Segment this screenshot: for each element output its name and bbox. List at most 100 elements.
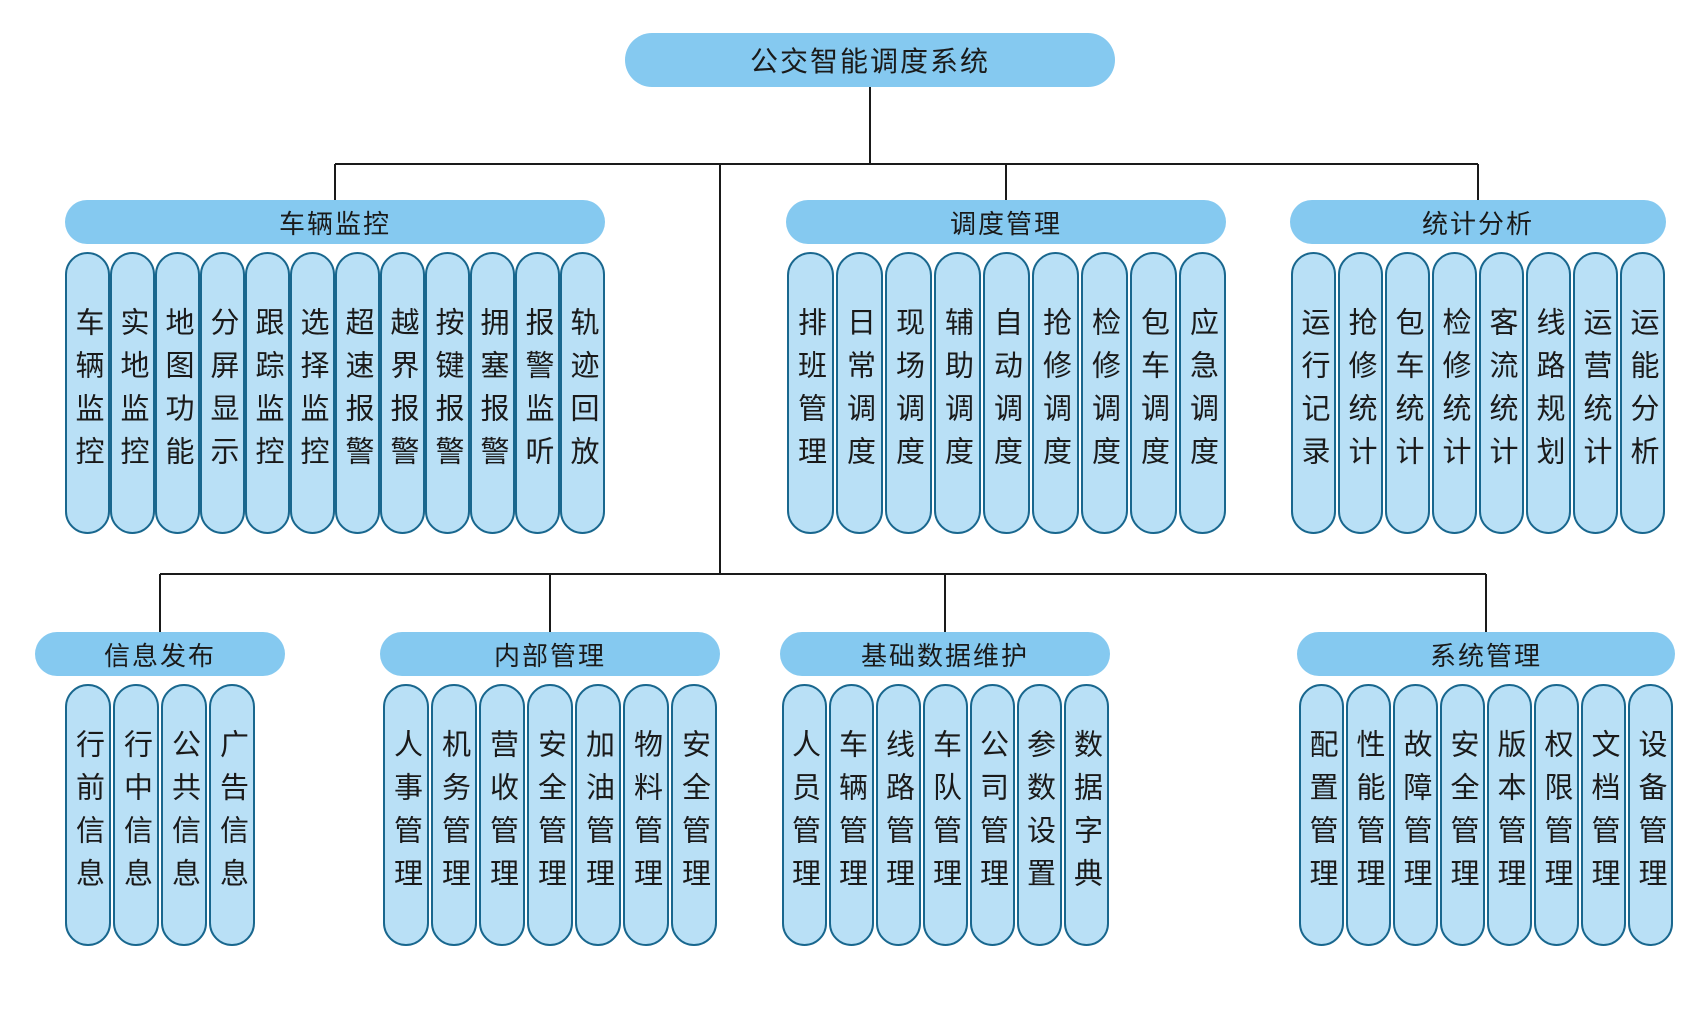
item-node: 物料管理 xyxy=(623,684,669,946)
item-node: 安全管理 xyxy=(527,684,573,946)
item-node: 公司管理 xyxy=(969,684,1015,946)
item-label: 运行记录 xyxy=(1297,307,1331,479)
item-label: 参数设置 xyxy=(1022,729,1057,901)
item-node: 性能管理 xyxy=(1346,684,1391,946)
item-label: 行中信息 xyxy=(119,729,154,901)
item-node: 运行记录 xyxy=(1291,252,1336,534)
item-node: 行前信息 xyxy=(65,684,111,946)
item-label: 广告信息 xyxy=(215,729,250,901)
item-label: 人员管理 xyxy=(787,729,822,901)
item-label: 自动调度 xyxy=(989,307,1024,479)
group-header: 信息发布 xyxy=(35,632,285,676)
item-node: 数据字典 xyxy=(1063,684,1109,946)
item-label: 客流统计 xyxy=(1485,307,1519,479)
item-node: 日常调度 xyxy=(835,252,883,534)
item-node: 车辆监控 xyxy=(65,252,110,534)
item-node: 客流统计 xyxy=(1479,252,1524,534)
item-label: 包车调度 xyxy=(1136,307,1171,479)
item-label: 加油管理 xyxy=(581,729,616,901)
item-node: 参数设置 xyxy=(1016,684,1062,946)
group-basic-data-maintenance: 基础数据维护 人员管理车辆管理线路管理车队管理公司管理参数设置数据字典 xyxy=(780,632,1110,946)
item-node: 跟踪监控 xyxy=(245,252,290,534)
root-node: 公交智能调度系统 xyxy=(625,33,1115,87)
item-label: 应急调度 xyxy=(1185,307,1220,479)
item-label: 车辆监控 xyxy=(71,307,105,479)
item-label: 车队管理 xyxy=(928,729,963,901)
item-label: 权限管理 xyxy=(1540,729,1574,901)
item-node: 营收管理 xyxy=(479,684,525,946)
item-node: 运能分析 xyxy=(1620,252,1665,534)
item-label: 越界报警 xyxy=(386,307,420,479)
item-label: 包车统计 xyxy=(1391,307,1425,479)
item-label: 按键报警 xyxy=(431,307,465,479)
group-header: 内部管理 xyxy=(380,632,720,676)
item-label: 安全管理 xyxy=(677,729,712,901)
item-label: 物料管理 xyxy=(629,729,664,901)
item-label: 车辆管理 xyxy=(834,729,869,901)
item-node: 车队管理 xyxy=(922,684,968,946)
group-statistical-analysis: 统计分析 运行记录抢修统计包车统计检修统计客流统计线路规划运营统计运能分析 xyxy=(1290,200,1666,534)
item-label: 现场调度 xyxy=(891,307,926,479)
group-items: 人事管理机务管理营收管理安全管理加油管理物料管理安全管理 xyxy=(380,684,720,946)
item-label: 检修统计 xyxy=(1438,307,1472,479)
item-node: 线路规划 xyxy=(1526,252,1571,534)
item-node: 报警监听 xyxy=(515,252,560,534)
item-node: 版本管理 xyxy=(1487,684,1532,946)
item-node: 配置管理 xyxy=(1299,684,1344,946)
item-label: 行前信息 xyxy=(71,729,106,901)
item-label: 故障管理 xyxy=(1399,729,1433,901)
item-node: 行中信息 xyxy=(113,684,159,946)
item-node: 安全管理 xyxy=(1440,684,1485,946)
item-node: 按键报警 xyxy=(425,252,470,534)
item-label: 轨迹回放 xyxy=(566,307,600,479)
item-node: 自动调度 xyxy=(982,252,1030,534)
item-label: 安全管理 xyxy=(533,729,568,901)
group-items: 行前信息行中信息公共信息广告信息 xyxy=(35,684,285,946)
item-node: 地图功能 xyxy=(155,252,200,534)
group-header: 调度管理 xyxy=(786,200,1226,244)
group-vehicle-monitoring: 车辆监控 车辆监控实地监控地图功能分屏显示跟踪监控选择监控超速报警越界报警按键报… xyxy=(65,200,605,534)
group-header: 车辆监控 xyxy=(65,200,605,244)
item-node: 拥塞报警 xyxy=(470,252,515,534)
group-items: 运行记录抢修统计包车统计检修统计客流统计线路规划运营统计运能分析 xyxy=(1290,252,1666,534)
item-node: 公共信息 xyxy=(161,684,207,946)
item-node: 人事管理 xyxy=(383,684,429,946)
item-label: 排班管理 xyxy=(793,307,828,479)
item-label: 机务管理 xyxy=(437,729,472,901)
item-label: 公司管理 xyxy=(975,729,1010,901)
item-node: 运营统计 xyxy=(1573,252,1618,534)
item-label: 抢修统计 xyxy=(1344,307,1378,479)
item-node: 分屏显示 xyxy=(200,252,245,534)
item-node: 实地监控 xyxy=(110,252,155,534)
item-label: 人事管理 xyxy=(389,729,424,901)
item-node: 线路管理 xyxy=(875,684,921,946)
group-header: 基础数据维护 xyxy=(780,632,1110,676)
group-items: 配置管理性能管理故障管理安全管理版本管理权限管理文档管理设备管理 xyxy=(1297,684,1675,946)
item-label: 拥塞报警 xyxy=(476,307,510,479)
item-label: 文档管理 xyxy=(1587,729,1621,901)
item-label: 线路规划 xyxy=(1532,307,1566,479)
group-items: 排班管理日常调度现场调度辅助调度自动调度抢修调度检修调度包车调度应急调度 xyxy=(786,252,1226,534)
item-label: 数据字典 xyxy=(1069,729,1104,901)
item-node: 加油管理 xyxy=(575,684,621,946)
item-label: 运能分析 xyxy=(1626,307,1660,479)
item-node: 越界报警 xyxy=(380,252,425,534)
item-label: 公共信息 xyxy=(167,729,202,901)
group-dispatch-management: 调度管理 排班管理日常调度现场调度辅助调度自动调度抢修调度检修调度包车调度应急调… xyxy=(786,200,1226,534)
item-label: 运营统计 xyxy=(1579,307,1613,479)
group-header: 统计分析 xyxy=(1290,200,1666,244)
item-node: 车辆管理 xyxy=(828,684,874,946)
item-node: 权限管理 xyxy=(1534,684,1579,946)
item-label: 营收管理 xyxy=(485,729,520,901)
item-label: 日常调度 xyxy=(842,307,877,479)
item-label: 设备管理 xyxy=(1634,729,1668,901)
item-node: 现场调度 xyxy=(884,252,932,534)
item-node: 包车统计 xyxy=(1385,252,1430,534)
item-node: 抢修统计 xyxy=(1338,252,1383,534)
item-node: 超速报警 xyxy=(335,252,380,534)
item-node: 检修调度 xyxy=(1080,252,1128,534)
item-label: 线路管理 xyxy=(881,729,916,901)
group-items: 人员管理车辆管理线路管理车队管理公司管理参数设置数据字典 xyxy=(780,684,1110,946)
